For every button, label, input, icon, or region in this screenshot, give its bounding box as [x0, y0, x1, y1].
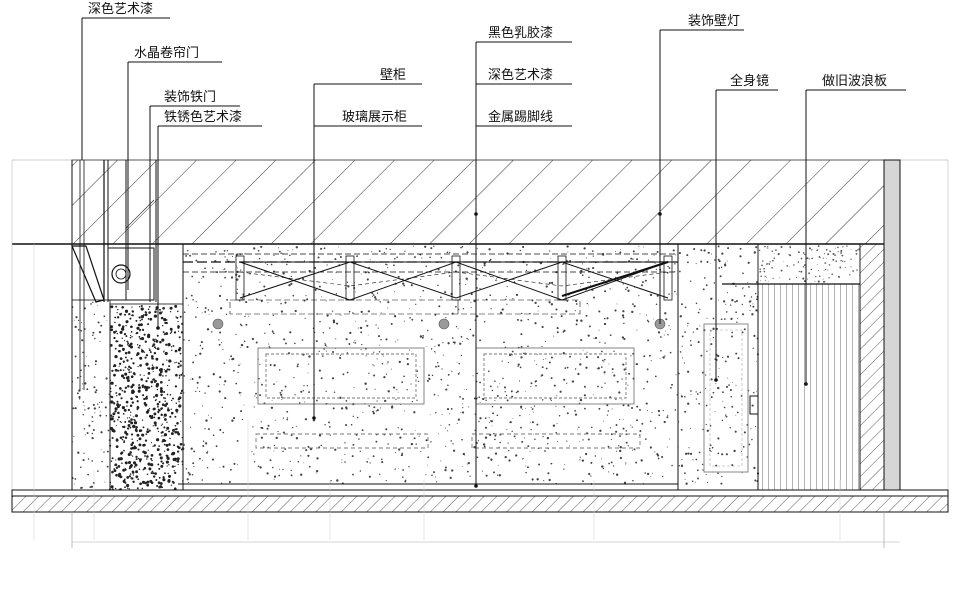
- left-wall: [71, 299, 111, 491]
- label-decorative-wall-lamp: 装饰壁灯: [688, 14, 740, 29]
- ceiling-slab: [71, 159, 885, 245]
- wall-lamps: [212, 318, 666, 330]
- floor: [11, 483, 949, 548]
- right-column: [883, 159, 901, 491]
- label-dark-art-paint: 深色艺术漆: [488, 67, 553, 83]
- label-black-latex-paint: 黑色乳胶漆: [488, 25, 553, 41]
- distressed-wave-panel: [722, 283, 861, 491]
- label-full-length-mirror: 全身镜: [730, 73, 769, 89]
- right-end-wall: [859, 243, 885, 491]
- door-section: [71, 160, 157, 490]
- label-wall-cabinet: 壁柜: [380, 68, 406, 83]
- wall-cabinet-frame: [183, 253, 678, 315]
- label-crystal-roller-door: 水晶卷帘门: [134, 45, 199, 61]
- label-decorative-iron-door: 装饰铁门: [164, 90, 216, 105]
- label-distressed-wave-panel: 做旧波浪板: [822, 74, 887, 89]
- leader-lines: [81, 17, 906, 486]
- glass-display-cabinets: [255, 347, 641, 449]
- label-metal-skirting: 金属踢脚线: [488, 109, 553, 125]
- label-glass-display-cabinet: 玻璃展示柜: [342, 110, 407, 125]
- label-rust-art-paint: 铁锈色艺术漆: [164, 109, 242, 125]
- full-length-mirror: [703, 323, 749, 473]
- label-dark-art-paint-top: 深色艺术漆: [88, 1, 153, 17]
- main-wall: [182, 243, 679, 491]
